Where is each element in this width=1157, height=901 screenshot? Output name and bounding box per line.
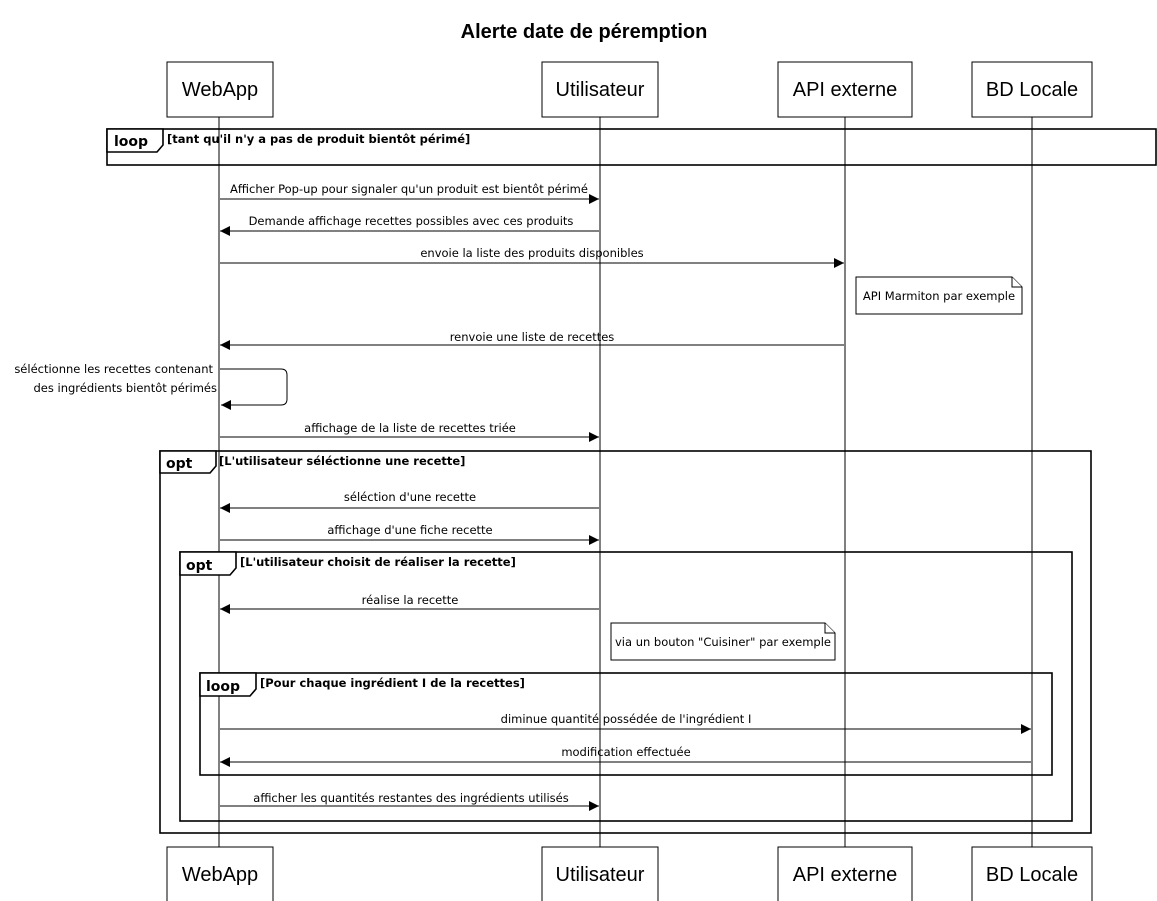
svg-text:WebApp: WebApp: [182, 79, 258, 101]
svg-text:Utilisateur: Utilisateur: [556, 864, 645, 886]
fragment-opt-2: opt [L'utilisateur choisit de réaliser l…: [179, 551, 1073, 822]
svg-text:[L'utilisateur séléctionne une: [L'utilisateur séléctionne une recette]: [219, 454, 465, 468]
svg-text:loop: loop: [206, 679, 240, 695]
message-7: séléction d'une recette: [220, 490, 599, 513]
svg-text:séléction d'une recette: séléction d'une recette: [344, 490, 476, 504]
svg-text:affichage d'une fiche recette: affichage d'une fiche recette: [327, 523, 492, 537]
message-10: diminue quantité possédée de l'ingrédien…: [220, 712, 1031, 734]
svg-text:affichage de la liste de recet: affichage de la liste de recettes triée: [304, 421, 516, 435]
svg-text:BD Locale: BD Locale: [986, 79, 1078, 101]
message-2: Demande affichage recettes possibles ave…: [220, 214, 599, 236]
participant-utilisateur-bottom: Utilisateur: [541, 846, 659, 901]
svg-text:envoie la liste des produits d: envoie la liste des produits disponibles: [420, 246, 643, 260]
svg-text:API Marmiton par exemple: API Marmiton par exemple: [863, 289, 1015, 303]
fragment-loop-2: loop [Pour chaque ingrédient I de la rec…: [199, 672, 1053, 776]
svg-text:opt: opt: [186, 558, 213, 574]
message-6: affichage de la liste de recettes triée: [220, 421, 599, 442]
participant-bd-locale-bottom: BD Locale: [971, 846, 1093, 901]
svg-text:WebApp: WebApp: [182, 864, 258, 886]
svg-text:séléctionne les recettes conte: séléctionne les recettes contenant: [14, 362, 213, 376]
note-api-marmiton: API Marmiton par exemple: [855, 276, 1023, 315]
participant-utilisateur-top: Utilisateur: [541, 61, 659, 118]
svg-text:réalise la recette: réalise la recette: [362, 593, 459, 607]
message-9: réalise la recette: [220, 593, 599, 614]
svg-text:diminue quantité possédée de l: diminue quantité possédée de l'ingrédien…: [501, 712, 752, 726]
message-1: Afficher Pop-up pour signaler qu'un prod…: [220, 182, 599, 204]
svg-text:loop: loop: [114, 134, 148, 150]
svg-text:opt: opt: [166, 456, 193, 472]
svg-text:Demande affichage recettes pos: Demande affichage recettes possibles ave…: [249, 214, 574, 228]
fragment-loop-1: loop [tant qu'il n'y a pas de produit bi…: [106, 128, 1157, 166]
participant-api-externe-top: API externe: [777, 61, 913, 118]
svg-text:des ingrédients bientôt périmé: des ingrédients bientôt périmés: [33, 381, 217, 395]
svg-text:[Pour chaque ingrédient I de l: [Pour chaque ingrédient I de la recettes…: [260, 676, 525, 690]
fragment-opt-1: opt [L'utilisateur séléctionne une recet…: [159, 450, 1092, 834]
note-bouton-cuisiner: via un bouton "Cuisiner" par exemple: [610, 622, 836, 661]
svg-text:API externe: API externe: [793, 864, 898, 886]
message-8: affichage d'une fiche recette: [220, 523, 599, 545]
participant-webapp-bottom: WebApp: [166, 846, 274, 901]
svg-text:Afficher Pop-up pour signaler: Afficher Pop-up pour signaler qu'un prod…: [230, 182, 588, 196]
message-3: envoie la liste des produits disponibles: [220, 246, 844, 268]
message-12: afficher les quantités restantes des ing…: [220, 791, 599, 811]
message-5-self: séléctionne les recettes contenant des i…: [14, 362, 288, 410]
participant-webapp-top: WebApp: [166, 61, 274, 118]
svg-text:Utilisateur: Utilisateur: [556, 79, 645, 101]
svg-text:[tant qu'il n'y a pas de produ: [tant qu'il n'y a pas de produit bientôt…: [167, 132, 470, 146]
message-4: renvoie une liste de recettes: [220, 330, 844, 350]
svg-text:via un bouton "Cuisiner" par e: via un bouton "Cuisiner" par exemple: [615, 635, 831, 649]
svg-text:renvoie une liste de recettes: renvoie une liste de recettes: [450, 330, 615, 344]
svg-text:modification effectuée: modification effectuée: [561, 745, 690, 759]
message-11: modification effectuée: [220, 745, 1031, 767]
participant-bd-locale-top: BD Locale: [971, 61, 1093, 118]
participant-api-externe-bottom: API externe: [777, 846, 913, 901]
diagram-title: Alerte date de péremption: [461, 21, 708, 43]
svg-text:API externe: API externe: [793, 79, 898, 101]
svg-text:BD Locale: BD Locale: [986, 864, 1078, 886]
svg-text:[L'utilisateur choisit de réal: [L'utilisateur choisit de réaliser la re…: [240, 555, 516, 569]
svg-text:afficher les quantités restant: afficher les quantités restantes des ing…: [253, 791, 568, 805]
